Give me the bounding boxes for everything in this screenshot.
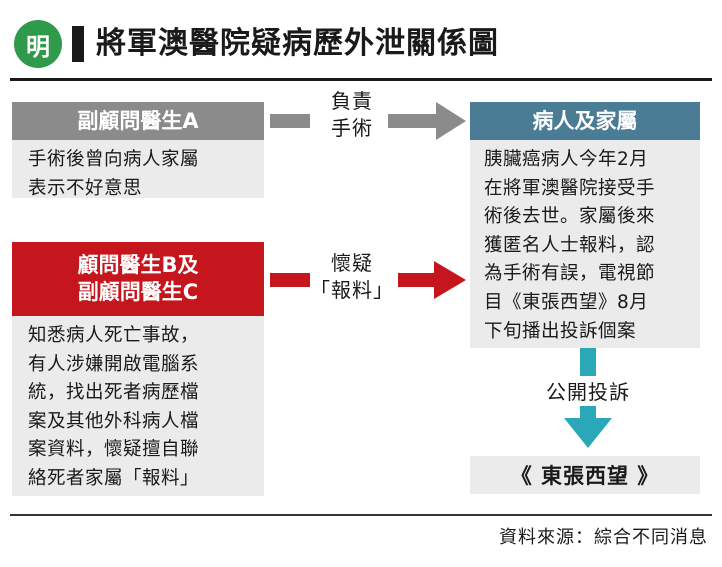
- teal-arrow-shaft-bottom: [580, 406, 596, 420]
- consultant-b-label: 顧問醫生B及: [77, 253, 199, 277]
- consultant-b-deputy-c-header: 顧問醫生B及 副顧問醫生C: [12, 242, 264, 316]
- footer-divider: [10, 514, 712, 516]
- red-arrow-shaft-left: [270, 273, 310, 287]
- teal-arrow-down-icon: [564, 418, 612, 448]
- deputy-c-label: 副顧問醫生C: [77, 280, 199, 304]
- edge-label-suspected-tipoff: 懷疑 「報料」: [310, 251, 394, 302]
- diagram-title: 將軍澳醫院疑病歷外泄關係圖: [96, 26, 499, 61]
- patient-family-label: 病人及家屬: [532, 108, 638, 133]
- source-note: 資料來源：綜合不同消息: [499, 527, 708, 548]
- gray-arrow-head-icon: [436, 102, 466, 140]
- deputy-consultant-a-description: 手術後曾向病人家屬 表示不好意思: [12, 140, 264, 199]
- title-divider: [10, 78, 712, 81]
- patient-family-header: 病人及家屬: [470, 102, 700, 140]
- title-accent-bar: [72, 26, 84, 62]
- gray-arrow-shaft-right: [388, 114, 438, 128]
- tv-program-box: 《 東張西望 》: [470, 456, 700, 494]
- deputy-consultant-a-header: 副顧問醫生A: [12, 102, 264, 140]
- red-arrow-shaft-right: [398, 273, 436, 287]
- deputy-consultant-a-label: 副顧問醫生A: [77, 108, 199, 133]
- tv-program-label: 《 東張西望 》: [510, 464, 660, 488]
- red-arrow-head-icon: [434, 261, 466, 299]
- gray-arrow-shaft-left: [270, 114, 310, 128]
- edge-label-public-complaint: 公開投訴: [546, 380, 630, 404]
- teal-arrow-shaft-top: [580, 348, 596, 376]
- ming-pao-logo: 明: [14, 20, 62, 68]
- edge-label-responsible-surgery: 負責 手術: [331, 89, 373, 140]
- patient-family-description: 胰臟癌病人今年2月 在將軍澳醫院接受手 術後去世。家屬後來 獲匿名人士報料，認 …: [470, 140, 700, 348]
- consultant-b-deputy-c-description: 知悉病人死亡事故， 有人涉嫌開啟電腦系 統，找出死者病歷檔 案及其他外科病人檔 …: [12, 316, 264, 496]
- logo-char: 明: [26, 31, 50, 61]
